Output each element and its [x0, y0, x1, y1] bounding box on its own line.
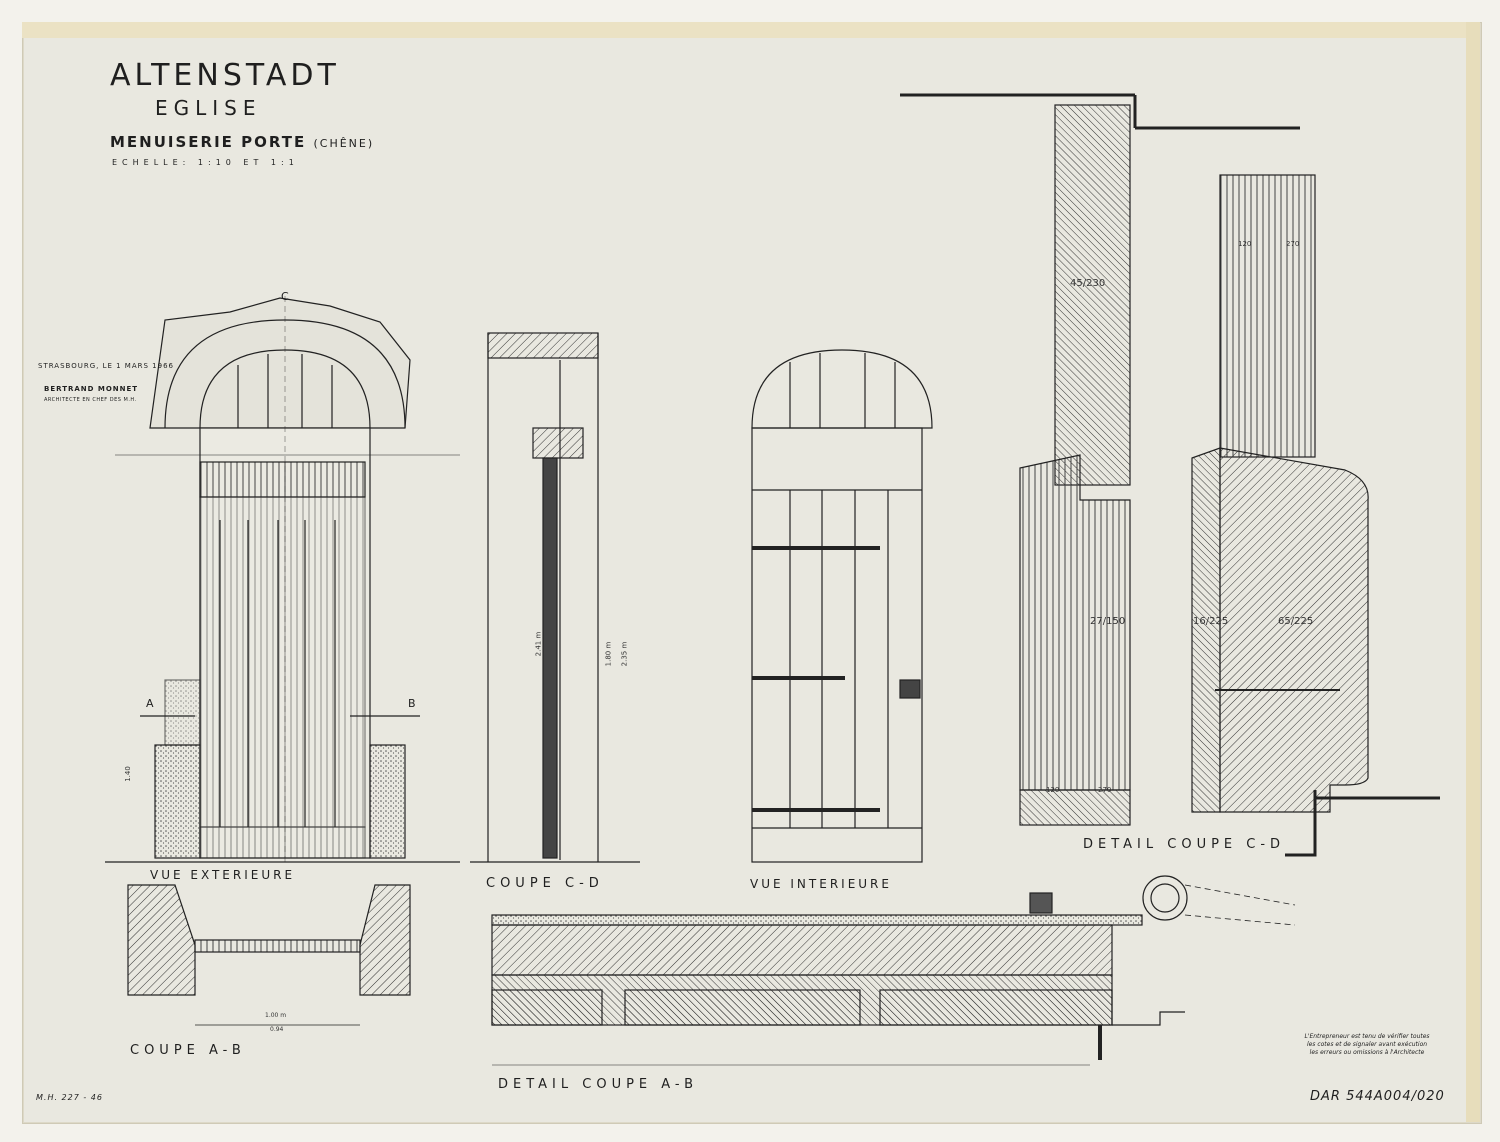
detail-ab	[491, 875, 1296, 1066]
dim-094: 0.94	[270, 1026, 284, 1033]
dim-235: 2.35 m	[620, 641, 629, 667]
label-section-ab: COUPE A-B	[130, 1043, 246, 1058]
mh-reference: M.H. 227 - 46	[36, 1093, 103, 1102]
label-detail-ab: DETAIL COUPE A-B	[498, 1077, 699, 1092]
timber-dim-3: 16/225	[1193, 616, 1229, 627]
architect-title: ARCHITECTE EN CHEF DES M.H.	[44, 397, 137, 403]
tape-top	[22, 22, 1480, 38]
section-mark-a: A	[146, 697, 154, 710]
label-exterior: VUE EXTERIEURE	[150, 868, 296, 882]
dim-120-b: 120	[1238, 240, 1252, 248]
tape-right	[1466, 22, 1480, 1122]
place-date: STRASBOURG, LE 1 MARS 1966	[38, 362, 174, 370]
drawing-title: ALTENSTADT	[110, 58, 340, 93]
exterior-view	[105, 296, 460, 863]
section-cd	[470, 332, 640, 863]
dim-120-a: 120	[1046, 786, 1060, 794]
timber-dim-2: 27/150	[1090, 616, 1126, 627]
label-interior: VUE INTERIEURE	[750, 877, 892, 891]
timber-dim-1: 45/230	[1070, 278, 1106, 289]
archive-reference: DAR 544A004/020	[1310, 1089, 1445, 1104]
drawing-scale: ECHELLE: 1:10 ET 1:1	[112, 158, 299, 167]
label-section-cd: COUPE C-D	[486, 876, 604, 891]
subject-label: MENUISERIE PORTE	[110, 133, 307, 151]
dim-270-b: 270	[1286, 240, 1300, 248]
interior-view	[751, 349, 933, 863]
section-ab	[127, 884, 411, 1026]
dim-100: 1.00 m	[265, 1012, 287, 1019]
contractor-note: L'Entrepreneur est tenu de vérifier tout…	[1304, 1033, 1430, 1056]
dim-241: 2.41 m	[534, 631, 543, 657]
drawing-subtitle: EGLISE	[155, 96, 262, 120]
section-mark-c: C	[281, 290, 289, 303]
subject-material: (CHÊNE)	[313, 137, 375, 150]
dim-140: 1.40	[123, 766, 132, 782]
dim-270-a: 270	[1098, 786, 1112, 794]
drawing-subject: MENUISERIE PORTE (CHÊNE)	[110, 133, 374, 151]
dim-180: 1.80 m	[604, 641, 613, 667]
label-detail-cd: DETAIL COUPE C-D	[1083, 837, 1286, 852]
detail-cd	[900, 93, 1440, 857]
timber-dim-4: 65/225	[1278, 616, 1314, 627]
section-mark-b: B	[408, 697, 416, 710]
architect-name: BERTRAND MONNET	[44, 385, 139, 393]
